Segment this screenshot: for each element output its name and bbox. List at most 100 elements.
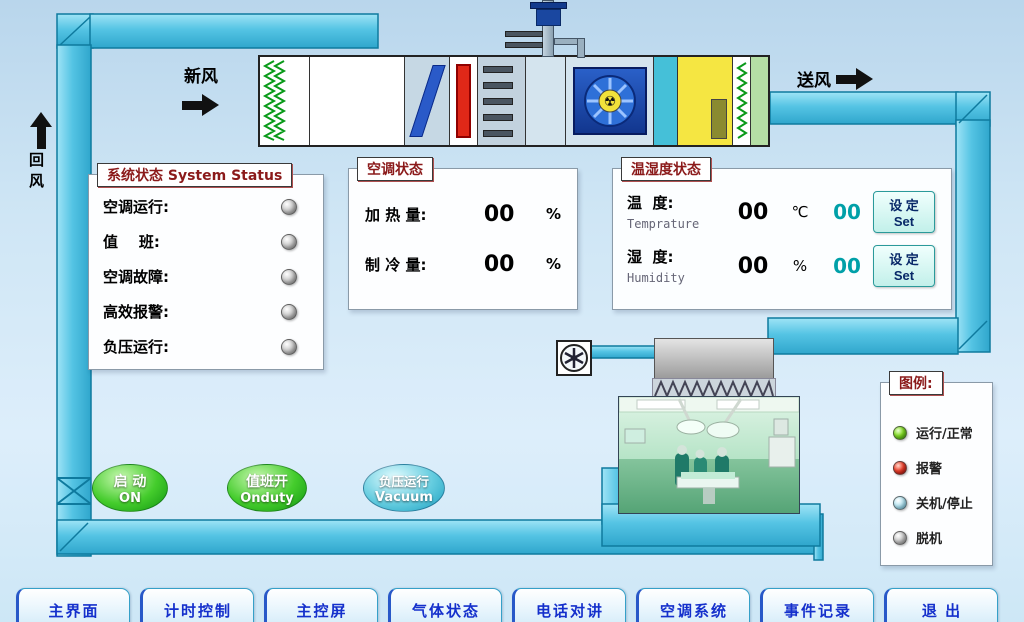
set-button-label-cn: 设 定 xyxy=(889,252,919,267)
nav-ac-system[interactable]: 空调系统 xyxy=(636,588,750,622)
filter-slab-icon xyxy=(408,65,446,137)
temperature-row: 温 度: Temprature 00 ℃ 00 设 定 Set xyxy=(613,185,951,239)
legend-item: 脱机 xyxy=(881,520,992,555)
return-air-label: 回风 xyxy=(27,152,45,194)
temp-humidity-panel: 温湿度状态 温 度: Temprature 00 ℃ 00 设 定 Set 湿 … xyxy=(612,157,952,310)
nav-timing-control[interactable]: 计时控制 xyxy=(140,588,254,622)
duct-seam xyxy=(958,320,988,350)
ahu-empty-section xyxy=(310,57,405,145)
status-led-on-duty xyxy=(281,233,297,250)
legend-item: 运行/正常 xyxy=(881,415,992,450)
set-button-label-cn: 设 定 xyxy=(889,198,919,213)
fresh-air-label: 新风 xyxy=(184,67,218,87)
ac-status-title: 空调状态 xyxy=(357,157,433,181)
ahu-outlet-section xyxy=(751,57,768,145)
legend-led-offline xyxy=(893,530,907,545)
heating-row: 加 热 量: 00 % xyxy=(349,189,577,239)
legend-led-alarm xyxy=(893,460,907,475)
operating-room-scene xyxy=(618,396,800,513)
onduty-button[interactable]: 值班开 Onduty xyxy=(227,464,307,512)
humidity-value: 00 xyxy=(737,253,769,279)
legend-title: 图例: xyxy=(889,371,943,395)
humidity-unit: % xyxy=(792,257,808,275)
system-status-title: 系统状态 System Status xyxy=(97,163,293,187)
vacuum-button-label-en: Vacuum xyxy=(375,490,433,505)
supply-air-arrow-icon xyxy=(836,68,873,90)
nav-gas-status[interactable]: 气体状态 xyxy=(388,588,502,622)
damper-actuator-icon xyxy=(711,99,727,139)
valve-branch-drop xyxy=(577,38,585,58)
status-led-ac-running xyxy=(281,198,297,215)
heater-bar-icon xyxy=(456,64,471,138)
fresh-air-arrow-icon xyxy=(182,94,219,116)
temperature-value: 00 xyxy=(737,199,769,225)
ahu-filter-section xyxy=(405,57,450,145)
temperature-sublabel: Temprature xyxy=(627,217,700,231)
nav-event-log[interactable]: 事件记录 xyxy=(760,588,874,622)
legend-label-offline: 脱机 xyxy=(916,532,943,547)
vacuum-button-label-cn: 负压运行 xyxy=(378,474,429,489)
temperature-label: 温 度: xyxy=(627,194,674,212)
legend-led-running xyxy=(893,425,907,440)
onduty-button-label-cn: 值班开 xyxy=(246,473,288,490)
nav-bar: 主界面 计时控制 主控屏 气体状态 电话对讲 空调系统 事件记录 退 出 xyxy=(0,588,1024,622)
heating-label: 加 热 量: xyxy=(365,205,427,224)
humidity-sublabel: Humidity xyxy=(627,271,685,285)
status-row: 值 班: xyxy=(89,224,323,259)
cooling-row: 制 冷 量: 00 % xyxy=(349,239,577,289)
fan-icon: ☢ xyxy=(583,75,636,127)
nav-intercom[interactable]: 电话对讲 xyxy=(512,588,626,622)
return-air-arrow-icon xyxy=(30,112,52,149)
duct-supply xyxy=(769,91,959,125)
cooling-value: 00 xyxy=(483,251,515,277)
nav-main-screen[interactable]: 主界面 xyxy=(16,588,130,622)
ahu-coil-section-2 xyxy=(733,57,751,145)
ahu-yellow-section xyxy=(678,57,733,145)
onduty-button-label-en: Onduty xyxy=(240,490,294,506)
exhaust-fan-unit xyxy=(556,340,592,376)
humidity-set-button[interactable]: 设 定 Set xyxy=(873,245,935,287)
coil-icon xyxy=(735,62,748,139)
humidity-row: 湿 度: Humidity 00 % 00 设 定 Set xyxy=(613,239,951,293)
status-led-negative-pressure xyxy=(281,338,297,355)
fan-housing: ☢ xyxy=(572,67,647,135)
legend-item: 关机/停止 xyxy=(881,485,992,520)
ahu-chamber-section xyxy=(526,57,566,145)
nav-exit[interactable]: 退 出 xyxy=(884,588,998,622)
valve-icon xyxy=(536,9,561,26)
temperature-setpoint: 00 xyxy=(833,200,861,224)
pipe-rack-icon xyxy=(505,31,543,48)
legend-label-alarm: 报警 xyxy=(916,462,943,477)
status-label-hepa-alarm: 高效报警: xyxy=(103,303,169,321)
duct-seam xyxy=(958,94,988,124)
start-button-label-en: ON xyxy=(119,490,141,506)
supply-air-label: 送风 xyxy=(797,71,831,91)
damper-icon xyxy=(56,477,92,505)
temperature-set-button[interactable]: 设 定 Set xyxy=(873,191,935,233)
vacuum-button[interactable]: 负压运行 Vacuum xyxy=(363,464,445,512)
duct-seam xyxy=(59,522,89,552)
start-button[interactable]: 启 动 ON xyxy=(92,464,168,512)
ahu-filter-coil-section xyxy=(260,57,310,145)
duct-top xyxy=(89,13,379,49)
legend-panel: 图例: 运行/正常 报警 关机/停止 脱机 xyxy=(880,371,993,566)
heating-value: 00 xyxy=(483,201,515,227)
valve-handle-icon xyxy=(530,2,567,9)
silencer-box xyxy=(654,338,774,380)
nav-master-panel[interactable]: 主控屏 xyxy=(264,588,378,622)
cooling-unit: % xyxy=(545,255,561,273)
system-status-panel: 系统状态 System Status 空调运行: 值 班: 空调故障: 高效报警… xyxy=(88,163,324,370)
humidity-label: 湿 度: xyxy=(627,248,674,266)
status-row: 高效报警: xyxy=(89,294,323,329)
legend-label-stopped: 关机/停止 xyxy=(916,497,973,512)
duct-return-horizontal xyxy=(767,317,959,355)
humidity-setpoint: 00 xyxy=(833,254,861,278)
air-handling-unit: ☢ xyxy=(258,55,770,147)
cooling-label: 制 冷 量: xyxy=(365,255,427,274)
fan-small-icon xyxy=(560,344,588,372)
status-label-on-duty: 值 班: xyxy=(103,233,160,251)
heating-unit: % xyxy=(545,205,561,223)
status-row: 空调故障: xyxy=(89,259,323,294)
duct-left xyxy=(56,44,92,557)
